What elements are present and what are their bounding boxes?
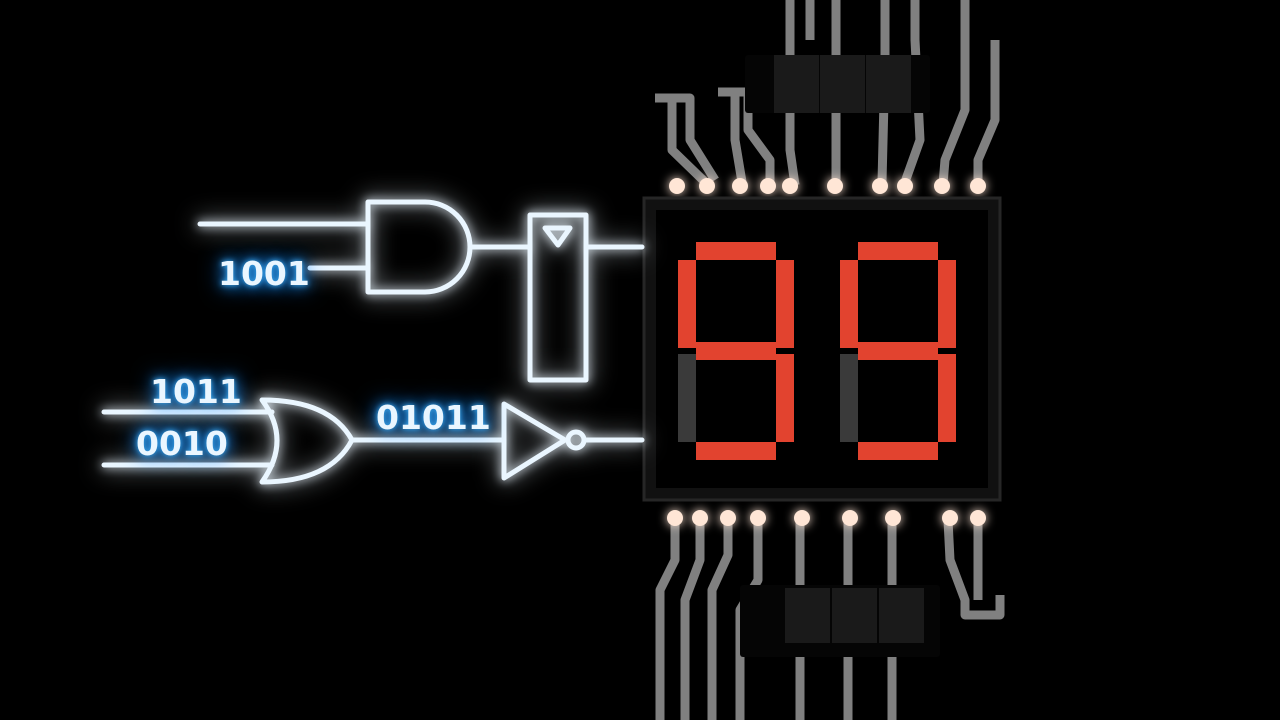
chip-pins-top (669, 178, 986, 194)
digit-1-segment-e (678, 354, 696, 442)
digit-1-segment-c (776, 354, 794, 442)
and-gate-icon (365, 199, 473, 295)
logic-gates (101, 199, 645, 485)
seven-segment-display-icon (642, 196, 1002, 502)
digit-2-segment-c (938, 354, 956, 442)
digit-2-segment-g (858, 342, 938, 360)
and-input-label: 1001 (218, 254, 310, 293)
not-gate-icon (501, 401, 568, 481)
bottom-components (740, 585, 940, 657)
digit-1-segment-a (696, 242, 776, 260)
digit-1-segment-d (696, 442, 776, 460)
or-gate-icon (259, 397, 355, 485)
buffer-icon (527, 212, 589, 383)
digit-2-segment-a (858, 242, 938, 260)
or-input-b-label: 0010 (136, 424, 228, 463)
digit-1-segment-g (696, 342, 776, 360)
chip-pins-bottom (667, 510, 986, 526)
digit-1-segment-f (678, 260, 696, 348)
digit-2-segment-e (840, 354, 858, 442)
digit-2-segment-f (840, 260, 858, 348)
digit-2-segment-b (938, 260, 956, 348)
digit-1-segment-b (776, 260, 794, 348)
digit-2-segment-d (858, 442, 938, 460)
or-input-a-label: 1011 (150, 372, 242, 411)
or-output-label: 01011 (376, 398, 491, 437)
display-digits (678, 242, 956, 460)
top-components (745, 55, 930, 113)
